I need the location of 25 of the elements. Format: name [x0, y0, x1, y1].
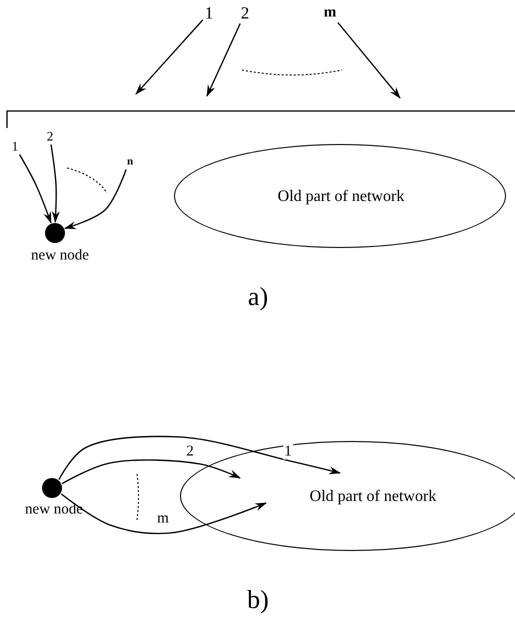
arrow — [50, 144, 60, 223]
link-number: 2 — [240, 4, 250, 22]
link-number: m — [324, 6, 336, 20]
network-ellipse — [174, 144, 506, 248]
link-number: 1 — [12, 140, 18, 152]
panel-label: a) — [248, 284, 268, 310]
arrow — [135, 20, 204, 95]
edge-label: 1 — [283, 444, 293, 460]
arrow — [206, 23, 241, 97]
link-number: 2 — [46, 130, 54, 142]
node-label: Old part of network — [310, 489, 436, 505]
node-label: Old part of network — [278, 189, 404, 205]
node-caption: new node — [31, 248, 89, 264]
arrow — [58, 436, 341, 480]
panel-label: b) — [247, 587, 269, 613]
link-number: n — [126, 156, 134, 168]
node-dot — [42, 478, 62, 498]
arrow — [64, 169, 127, 230]
node-caption: new node — [25, 502, 83, 518]
arrow — [337, 22, 401, 99]
arrow — [60, 493, 267, 534]
arrow — [19, 154, 52, 224]
node-dot — [45, 223, 65, 243]
arrow — [62, 459, 241, 484]
link-number: 1 — [204, 4, 214, 22]
